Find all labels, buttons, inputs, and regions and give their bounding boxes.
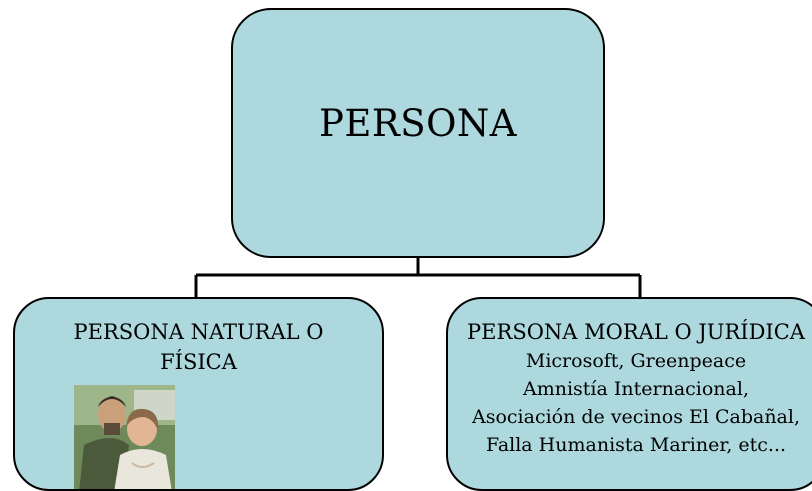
persona-node: PERSONA (231, 8, 605, 258)
couple-photo-icon (74, 385, 175, 489)
persona-natural-node: PERSONA NATURAL O FÍSICA (13, 297, 384, 491)
example-item: Asociación de vecinos El Cabañal, (471, 406, 801, 428)
persona-moral-node: PERSONA MORAL O JURÍDICA Microsoft, Gree… (446, 297, 812, 491)
persona-natural-title-line1: PERSONA NATURAL O (73, 320, 324, 344)
example-item: Microsoft, Greenpeace (525, 350, 747, 372)
persona-natural-title-line2: FÍSICA (160, 350, 237, 374)
persona-label: PERSONA (318, 101, 518, 145)
example-item: Amnistía Internacional, (523, 378, 749, 400)
persona-moral-title: PERSONA MORAL O JURÍDICA (467, 320, 805, 344)
example-item: Falla Humanista Mariner, etc... (485, 434, 787, 456)
